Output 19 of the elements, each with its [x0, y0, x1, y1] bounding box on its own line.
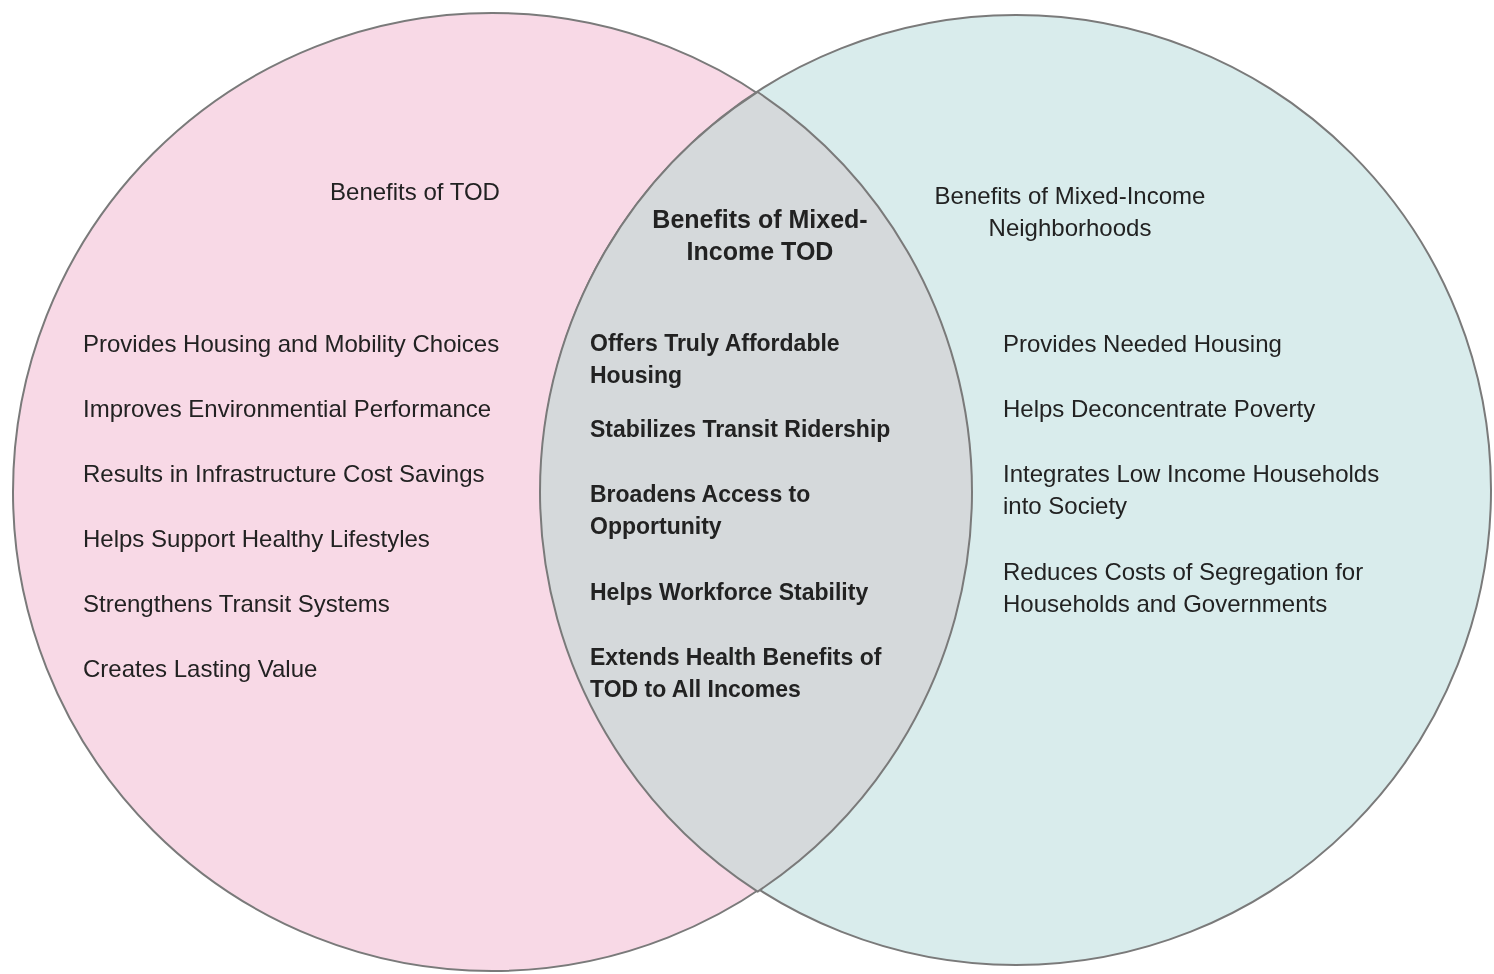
benefit-item: Offers Truly Affordable Housing: [590, 329, 841, 390]
region-title: Benefits of TOD: [329, 177, 501, 207]
region-title: Benefits of Mixed-Income Neighborhoods: [933, 181, 1207, 243]
region-title: Benefits of Mixed-Income TOD: [651, 204, 869, 267]
venn-circle: [540, 14, 1492, 966]
benefit-item: Integrates Low Income Households into Society: [1003, 459, 1381, 521]
benefit-item: Reduces Costs of Segregation for Households and Governments: [1003, 557, 1365, 619]
benefit-item: Extends Health Benefits of TOD to All Incomes: [590, 643, 883, 704]
benefit-item: Helps Support Healthy Lifestyles: [83, 524, 431, 554]
benefit-item: Helps Workforce Stability: [590, 578, 870, 607]
benefit-item: Provides Needed Housing: [1003, 329, 1283, 359]
benefit-item: Results in Infrastructure Cost Savings: [83, 459, 486, 489]
benefit-item: Improves Environmential Performance: [83, 394, 493, 424]
benefit-item: Stabilizes Transit Ridership: [590, 415, 892, 444]
benefit-item: Broadens Access to Opportunity: [590, 480, 812, 541]
benefit-item: Creates Lasting Value: [83, 654, 319, 684]
benefit-item: Provides Housing and Mobility Choices: [83, 329, 501, 359]
benefit-item: Strengthens Transit Systems: [83, 589, 391, 619]
benefit-item: Helps Deconcentrate Poverty: [1003, 394, 1317, 424]
